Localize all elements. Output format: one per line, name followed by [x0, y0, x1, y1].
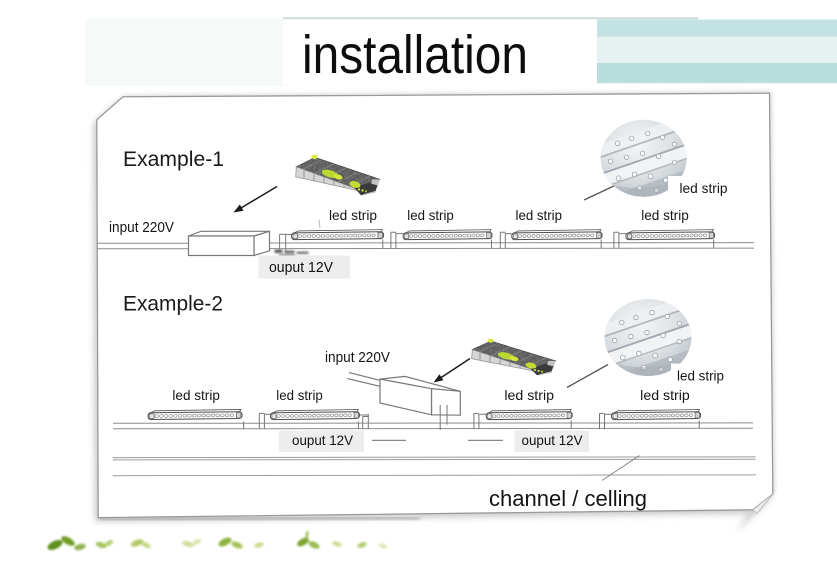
- svg-text:ouput 12V: ouput 12V: [522, 432, 584, 448]
- svg-text:channel / celling: channel / celling: [489, 486, 647, 511]
- svg-text:ouput 12V: ouput 12V: [269, 259, 333, 276]
- svg-text:Example-2: Example-2: [123, 292, 223, 316]
- svg-text:led strip: led strip: [172, 387, 220, 403]
- svg-text:led strip: led strip: [641, 207, 689, 223]
- svg-text:led strip: led strip: [516, 207, 563, 223]
- svg-text:led strip: led strip: [640, 387, 690, 403]
- svg-text:led strip: led strip: [276, 387, 323, 403]
- svg-text:ouput 12V: ouput 12V: [292, 432, 354, 448]
- svg-text:input 220V: input 220V: [325, 349, 390, 366]
- svg-text:led strip: led strip: [329, 207, 377, 223]
- svg-text:led strip: led strip: [407, 207, 454, 223]
- svg-text:input 220V: input 220V: [109, 219, 174, 236]
- svg-text:Example-1: Example-1: [123, 147, 224, 171]
- svg-text:installation: installation: [302, 25, 528, 85]
- svg-text:led strip: led strip: [677, 368, 724, 384]
- svg-text:led strip: led strip: [504, 387, 554, 403]
- svg-text:led strip: led strip: [680, 180, 728, 196]
